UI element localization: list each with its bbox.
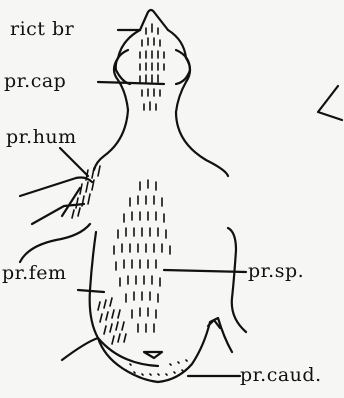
capital-tract — [140, 24, 164, 110]
label-pr-caud: pr.caud. — [240, 366, 322, 385]
label-pr-cap: pr.cap — [4, 72, 66, 91]
body-outline-right — [168, 30, 228, 176]
left-side-body — [20, 224, 90, 262]
leader-pr-fem — [78, 290, 104, 292]
right-side-body — [228, 228, 246, 332]
leader-pr-cap — [98, 82, 164, 84]
leader-pr-hum — [60, 148, 88, 176]
label-rict-br: rict br — [10, 20, 74, 39]
label-pr-sp: pr.sp. — [248, 262, 304, 281]
femoral-tract — [98, 298, 126, 344]
tail-mark — [144, 352, 162, 358]
spinal-tract — [114, 180, 170, 332]
left-leg-line — [90, 232, 98, 338]
beak-outline — [140, 10, 168, 30]
side-mark — [318, 86, 342, 120]
label-pr-fem: pr.fem — [2, 264, 67, 283]
body-outline — [94, 30, 140, 170]
feather-tract-hatching — [72, 24, 187, 375]
label-pr-hum: pr.hum — [6, 128, 77, 147]
